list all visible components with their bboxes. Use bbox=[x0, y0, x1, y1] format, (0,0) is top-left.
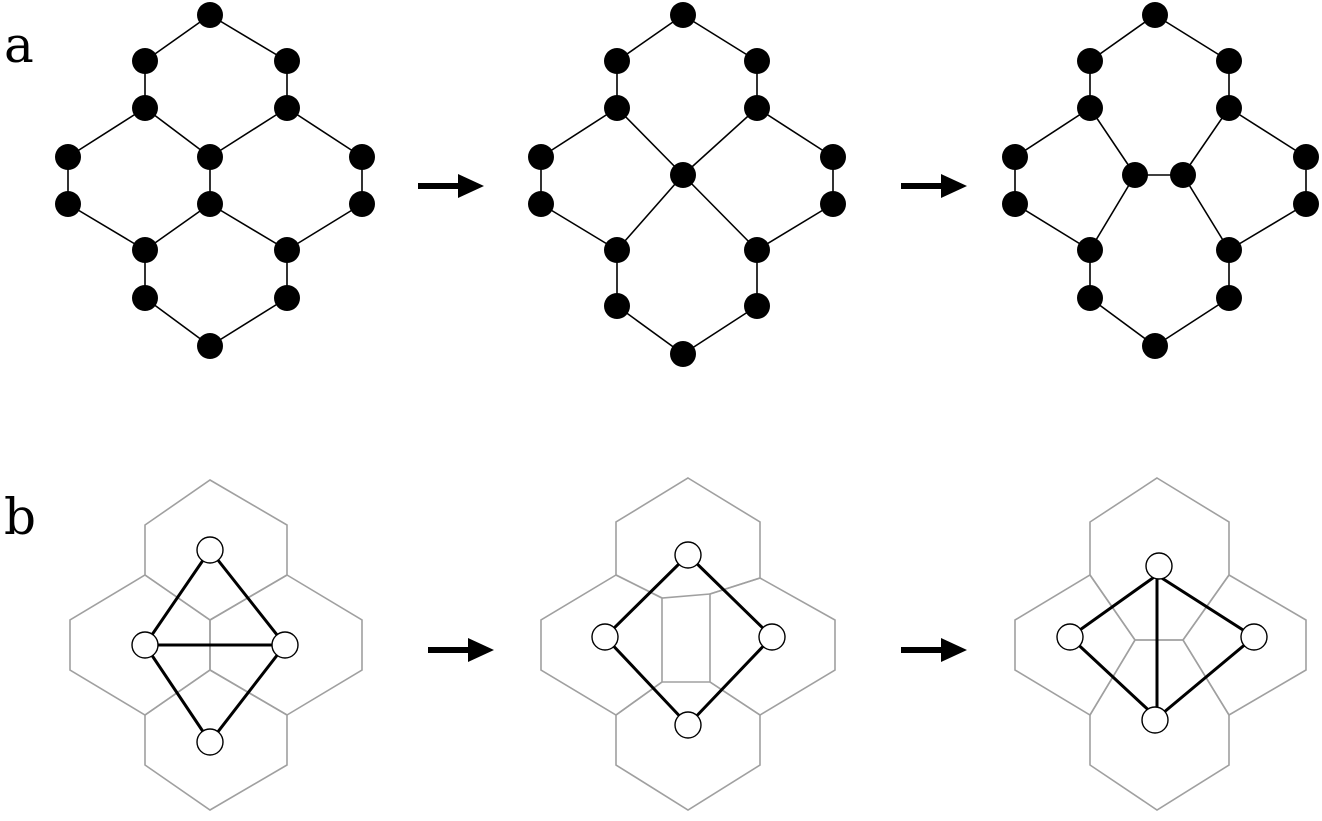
cells-b1 bbox=[69, 479, 363, 811]
voronoi-b2 bbox=[540, 477, 836, 811]
arrow-b2 bbox=[901, 638, 967, 662]
bonds-a1 bbox=[67, 14, 363, 347]
sites-b1 bbox=[131, 536, 299, 756]
dual-b3 bbox=[1067, 573, 1257, 720]
arrow-b1 bbox=[428, 638, 494, 662]
atoms-a1 bbox=[55, 2, 375, 359]
voronoi-b1 bbox=[69, 479, 363, 811]
panel-label-a: a bbox=[4, 16, 34, 74]
bonds-a3 bbox=[1014, 14, 1307, 347]
bonds-a2 bbox=[540, 14, 834, 355]
dual-b2 bbox=[602, 552, 775, 728]
atoms-a3 bbox=[1002, 2, 1319, 359]
dual-b1 bbox=[143, 547, 287, 745]
graph-a3 bbox=[1002, 2, 1319, 359]
sites-b3 bbox=[1056, 552, 1268, 734]
voronoi-b3 bbox=[1014, 477, 1307, 811]
cells-b3 bbox=[1014, 477, 1307, 811]
atoms-a2 bbox=[528, 2, 846, 367]
arrow-a2 bbox=[901, 174, 967, 198]
cells-b2 bbox=[540, 477, 836, 811]
graph-a2 bbox=[528, 2, 846, 367]
panel-label-b: b bbox=[4, 488, 36, 546]
graph-a1 bbox=[55, 2, 375, 359]
arrow-a1 bbox=[418, 174, 484, 198]
sites-b2 bbox=[591, 541, 786, 739]
